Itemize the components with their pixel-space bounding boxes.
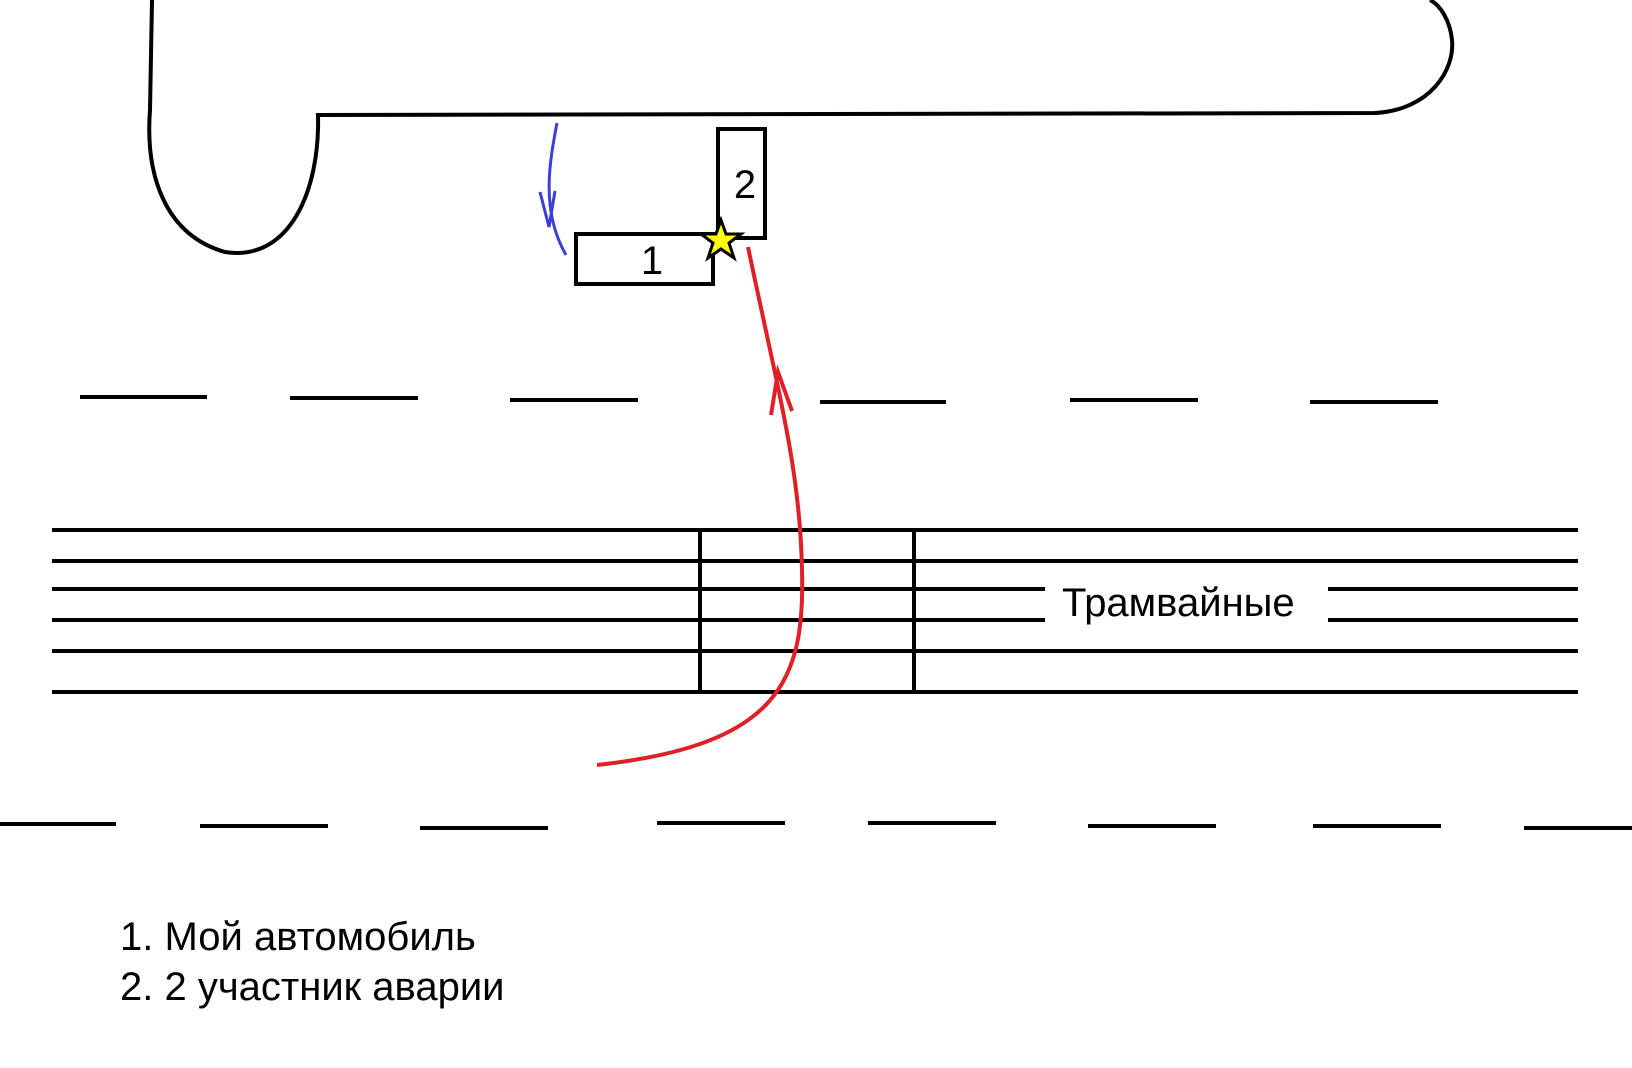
legend: 1. Мой автомобиль 2. 2 участник аварии: [120, 912, 505, 1012]
legend-item: 1. Мой автомобиль: [120, 915, 476, 959]
legend-item: 2. 2 участник аварии: [120, 965, 505, 1009]
lower-lane-dashes: [0, 821, 1632, 830]
car1-trajectory: [538, 122, 568, 256]
star-icon: [696, 215, 746, 262]
upper-lane-dashes: [80, 395, 1438, 404]
tram-tracks: [52, 528, 1578, 694]
vehicle-1: [574, 232, 715, 286]
tram-label-background: [1048, 578, 1326, 628]
vehicle-1-label: 1: [641, 239, 663, 283]
tram-label: Трамвайные: [1062, 581, 1295, 625]
parking-area-outline: [147, 0, 1455, 255]
vehicle-2-label: 2: [734, 163, 756, 207]
vehicle-2: [716, 127, 767, 240]
car2-trajectory: [596, 246, 805, 767]
